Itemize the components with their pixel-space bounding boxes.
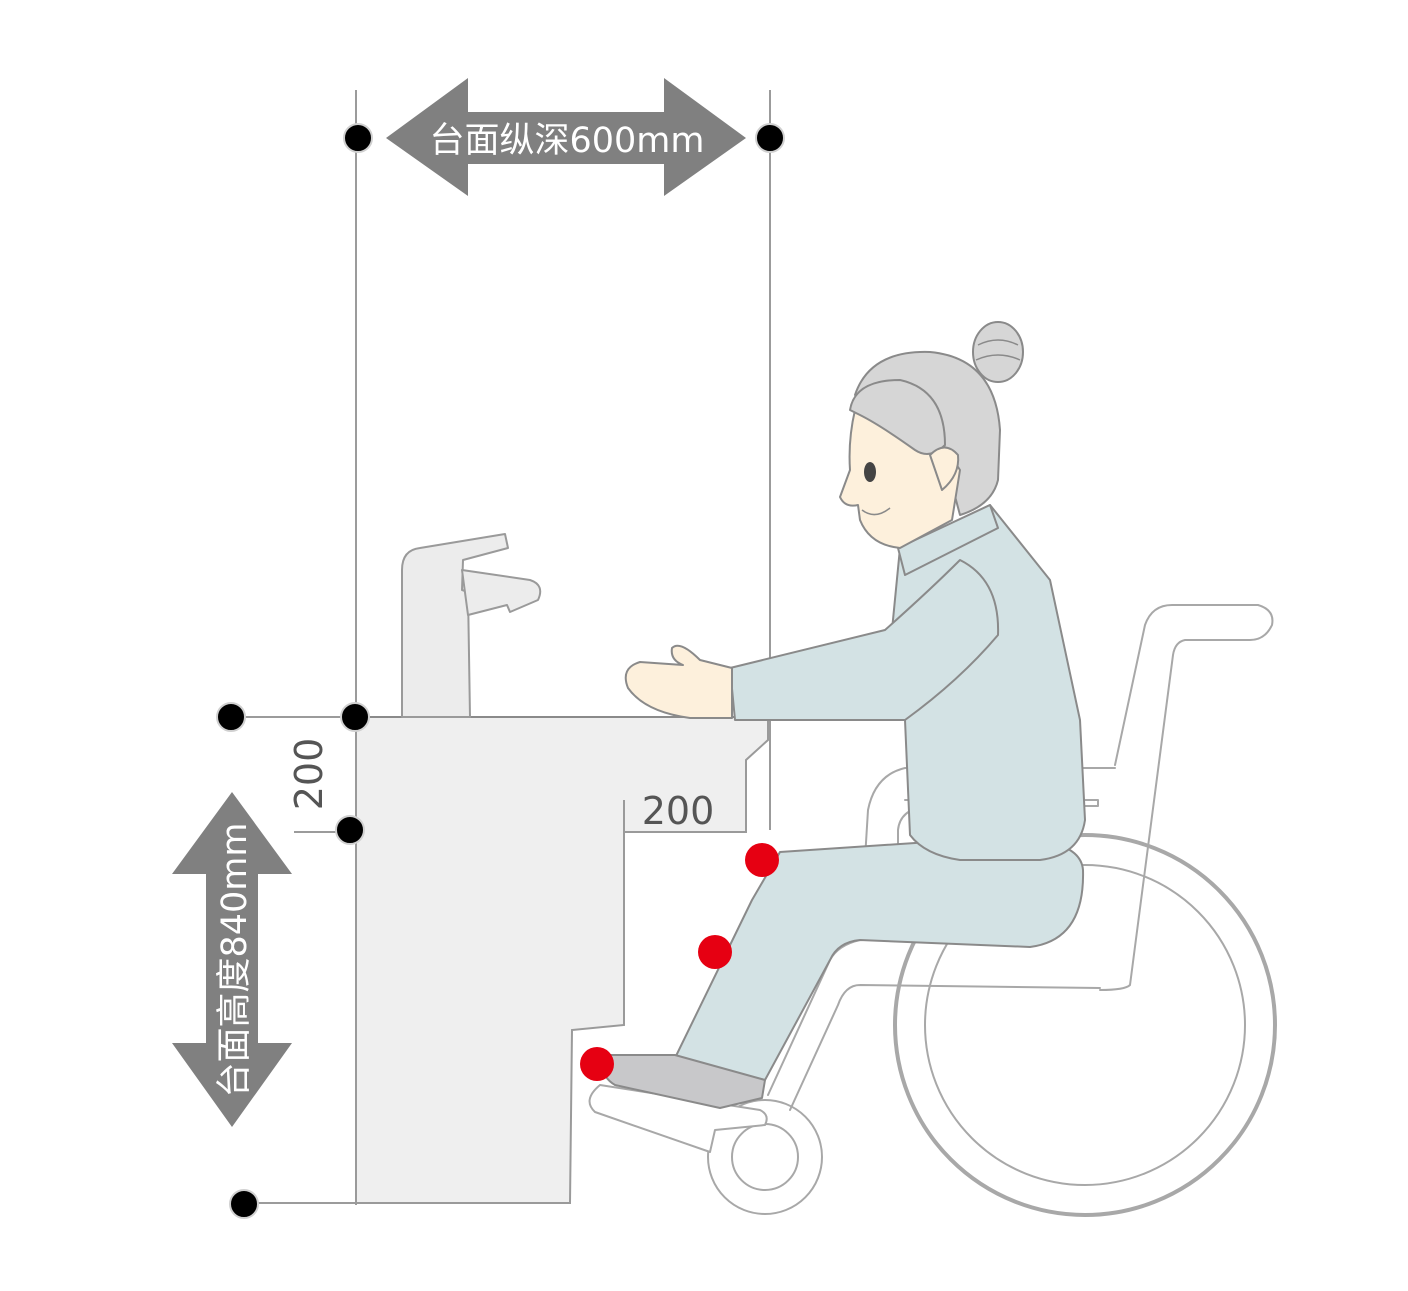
woman-collar <box>897 504 999 576</box>
wheelchair-rear-wheel <box>893 833 1277 1217</box>
depth-dimension: 台面纵深600mm <box>386 78 746 196</box>
wheelchair-back-frame <box>1099 604 1274 991</box>
counter-depth-label: 台面纵深600mm <box>430 121 705 161</box>
woman-hair-bun-lines <box>975 339 1021 361</box>
apron-height-label: 200 <box>287 738 331 811</box>
height-dimension: 台面高度840mm <box>172 792 292 1127</box>
faucet-spout <box>461 569 542 616</box>
red-dot-icon-knee <box>745 843 779 877</box>
double-headed-arrow-icon-vertical <box>172 792 292 1127</box>
wheelchair-footrest <box>588 1084 768 1153</box>
dimension-markers <box>216 123 785 1219</box>
wheelchair-front-caster <box>707 1099 823 1215</box>
black-dot-icon-depth-right <box>755 123 785 153</box>
red-dot-icon-shin <box>698 935 732 969</box>
faucet <box>401 533 542 718</box>
counter-height-label: 台面高度840mm <box>215 823 255 1098</box>
woman-ear <box>929 446 960 491</box>
woman-arm <box>729 559 1000 721</box>
contact-points <box>580 843 779 1081</box>
black-dot-icon-counter-top-left <box>216 702 246 732</box>
wheelchair-caster-hub <box>731 1123 799 1191</box>
woman-legs <box>674 837 1085 1081</box>
wheelchair-hand-rim <box>924 864 1246 1186</box>
wheelchair <box>588 604 1277 1217</box>
red-dot-icon-toe <box>580 1047 614 1081</box>
woman-mouth <box>861 507 891 516</box>
black-dot-icon-floor <box>229 1189 259 1219</box>
black-dot-icon-depth-left <box>343 123 373 153</box>
double-headed-arrow-icon-horizontal <box>386 78 746 196</box>
faucet-body <box>401 533 509 718</box>
woman-eye <box>864 462 876 482</box>
woman-hair-front <box>849 379 946 455</box>
elderly-woman <box>602 321 1086 1109</box>
woman-hand <box>624 644 733 719</box>
woman-hair-bun <box>972 321 1024 383</box>
black-dot-icon-counter-top <box>340 702 370 732</box>
knee-depth-label: 200 <box>642 789 715 833</box>
black-dot-icon-apron-bottom <box>335 815 365 845</box>
